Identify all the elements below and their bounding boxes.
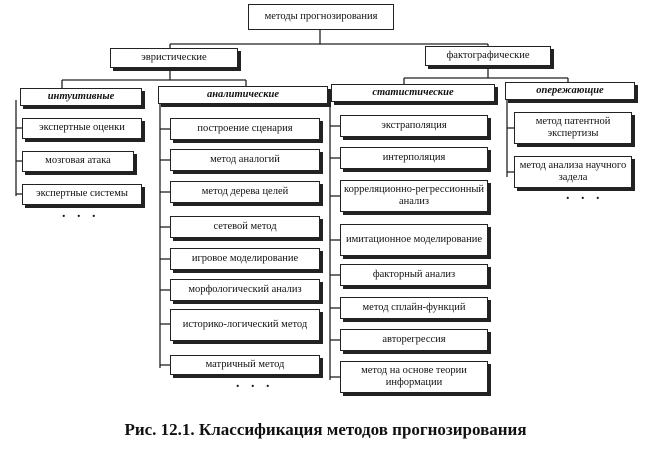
figure-caption: Рис. 12.1. Классификация методов прогноз… [124, 420, 527, 439]
analytic-item-label: игровое моделирование [191, 252, 299, 264]
statistical-item: факторный анализ [340, 264, 488, 286]
intuitive-item: мозговая атака [22, 151, 134, 172]
analytic-item: метод аналогий [170, 149, 320, 171]
analytic-item: историко-логический метод [170, 309, 320, 341]
statistical-item: корреляционно-регрессионный анализ [340, 180, 488, 212]
intuitive-item-label: экспертные системы [36, 188, 128, 200]
heuristic-node: эвристические [110, 48, 238, 68]
analytic-item: матричный метод [170, 355, 320, 375]
intuitive-node: интуитивные [20, 88, 142, 106]
analytic-item-label: матричный метод [205, 358, 285, 370]
leading-item-label: метод патентной экспертизы [535, 115, 611, 139]
leading-item: метод патентной экспертизы [514, 112, 632, 144]
leading-label: опережающие [536, 84, 604, 96]
leading-ellipsis: . . . [566, 188, 604, 203]
statistical-item: интерполяция [340, 147, 488, 169]
intuitive-item: экспертные оценки [22, 118, 142, 139]
leading-node: опережающие [505, 82, 635, 100]
intuitive-label: интуитивные [47, 90, 115, 102]
analytic-item: метод дерева целей [170, 181, 320, 203]
analytic-node: аналитические [158, 86, 328, 104]
factographic-label: фактографические [446, 49, 530, 61]
intuitive-ellipsis: . . . [62, 206, 100, 221]
analytic-item: морфологический анализ [170, 279, 320, 301]
statistical-node: статистические [331, 84, 495, 102]
analytic-item: сетевой метод [170, 216, 320, 238]
root-node: методы прогнозирования [248, 4, 394, 30]
statistical-label: статистические [372, 86, 454, 98]
statistical-item-label: факторный анализ [372, 268, 456, 280]
intuitive-item: экспертные системы [22, 184, 142, 205]
statistical-item: метод на основе теории информации [340, 361, 488, 393]
heuristic-label: эвристические [141, 51, 207, 63]
statistical-item-label: метод сплайн-функций [362, 301, 466, 313]
analytic-item-label: сетевой метод [213, 220, 277, 232]
analytic-ellipsis: . . . [236, 376, 274, 391]
statistical-item-label: метод на основе теории информации [361, 364, 467, 388]
intuitive-item-label: экспертные оценки [39, 122, 125, 134]
leading-item: метод анализа научного задела [514, 156, 632, 188]
leading-item-label: метод анализа научного задела [519, 159, 627, 183]
statistical-item: имитационное моделирование [340, 224, 488, 256]
statistical-item: метод сплайн-функций [340, 297, 488, 319]
statistical-item-label: интерполяция [382, 151, 446, 163]
analytic-label: аналитические [206, 88, 280, 100]
analytic-item-label: историко-логический метод [182, 318, 308, 330]
analytic-item-label: морфологический анализ [188, 283, 302, 295]
statistical-item-label: корреляционно-регрессионный анализ [344, 183, 485, 207]
analytic-item: построение сценария [170, 118, 320, 140]
statistical-item: авторегрессия [340, 329, 488, 351]
statistical-item-label: экстраполяция [381, 119, 447, 131]
root-label: методы прогнозирования [264, 10, 378, 22]
analytic-item: игровое моделирование [170, 248, 320, 270]
analytic-item-label: построение сценария [197, 122, 293, 134]
analytic-item-label: метод дерева целей [201, 185, 289, 197]
intuitive-item-label: мозговая атака [45, 155, 111, 167]
statistical-item: экстраполяция [340, 115, 488, 137]
statistical-item-label: имитационное моделирование [346, 233, 482, 245]
factographic-node: фактографические [425, 46, 551, 66]
analytic-item-label: метод аналогий [210, 153, 280, 165]
statistical-item-label: авторегрессия [382, 333, 446, 345]
